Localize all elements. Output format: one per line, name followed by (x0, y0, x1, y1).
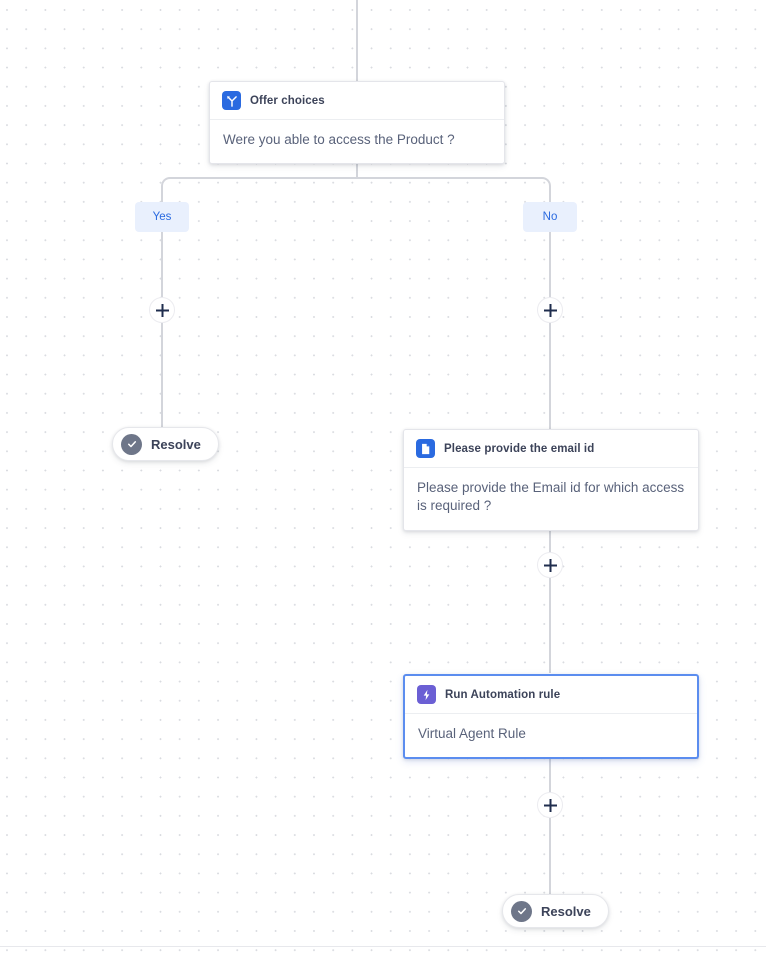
node-resolve-end[interactable]: Resolve (502, 894, 609, 928)
connector-offer-to-branch (356, 152, 358, 178)
node-card-header: Offer choices (210, 82, 504, 120)
plus-icon (543, 558, 557, 572)
plus-icon (543, 303, 557, 317)
page-bottom-divider (0, 946, 766, 947)
node-card-body: Virtual Agent Rule (418, 726, 526, 741)
node-resolve-label: Resolve (541, 903, 591, 919)
node-card-body: Please provide the Email id for which ac… (417, 480, 685, 514)
check-circle-icon (511, 900, 532, 922)
connector-top-trunk (356, 0, 358, 82)
check-circle-icon (121, 433, 142, 455)
branch-fork-icon (222, 91, 241, 110)
connector-automation-to-resolve (549, 751, 551, 894)
connector-no-down (549, 186, 551, 202)
document-icon (416, 439, 435, 458)
plus-icon (155, 303, 169, 317)
add-step-yes-branch[interactable] (149, 297, 175, 323)
branch-label-yes[interactable]: Yes (135, 202, 189, 232)
node-card-title: Offer choices (250, 94, 325, 107)
node-card-automation-rule[interactable]: Run Automation rule Virtual Agent Rule (403, 674, 699, 760)
connector-branch-bar (170, 177, 542, 179)
connector-corner-left (161, 177, 171, 187)
node-card-header: Please provide the email id (404, 430, 698, 468)
connector-yes-to-resolve (161, 231, 163, 427)
lightning-bolt-icon (417, 685, 436, 704)
branch-label-no[interactable]: No (523, 202, 577, 232)
add-step-after-email[interactable] (537, 552, 563, 578)
node-card-offer-choices[interactable]: Offer choices Were you able to access th… (209, 81, 505, 165)
node-card-header: Run Automation rule (405, 676, 697, 714)
node-card-body: Were you able to access the Product ? (223, 132, 455, 147)
add-step-no-branch[interactable] (537, 297, 563, 323)
node-card-title: Run Automation rule (445, 688, 561, 701)
connector-no-to-email (549, 231, 551, 429)
add-step-after-automation[interactable] (537, 792, 563, 818)
branch-label-text: No (542, 211, 558, 223)
node-resolve-label: Resolve (151, 436, 201, 452)
node-resolve-yes-branch[interactable]: Resolve (112, 427, 219, 461)
node-card-email-id[interactable]: Please provide the email id Please provi… (403, 429, 699, 531)
branch-label-text: Yes (152, 211, 172, 223)
node-card-title: Please provide the email id (444, 442, 595, 455)
plus-icon (543, 798, 557, 812)
connector-email-to-automation (549, 518, 551, 673)
connector-corner-right (541, 177, 551, 187)
connector-yes-down (161, 186, 163, 202)
